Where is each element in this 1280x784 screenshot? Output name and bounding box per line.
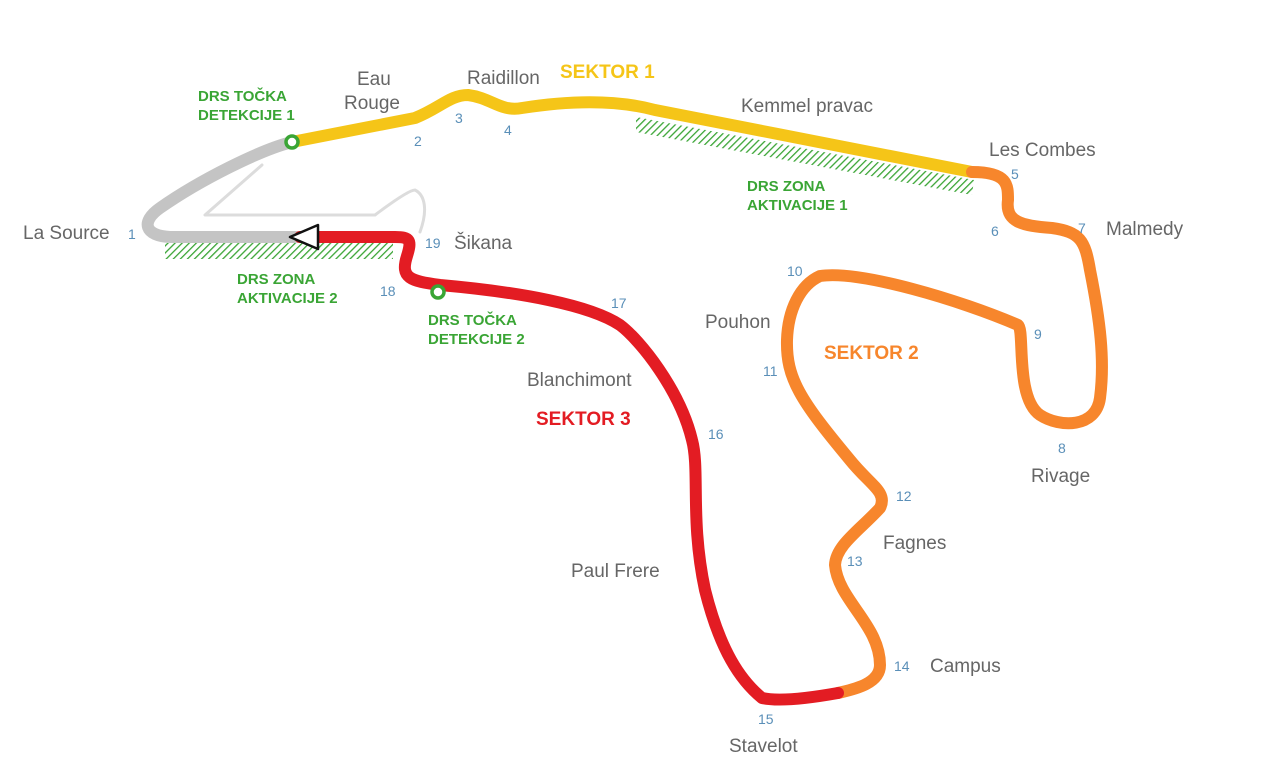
turn-number: 18 bbox=[380, 283, 396, 299]
corner-les-combes: Les Combes bbox=[989, 140, 1096, 161]
corner-raidillon: Raidillon bbox=[467, 68, 540, 89]
corner-kemmel: Kemmel pravac bbox=[741, 96, 873, 117]
corner-campus: Campus bbox=[930, 656, 1001, 677]
drs-detection-2-line2: DETEKCIJE 2 bbox=[428, 331, 525, 348]
track-sector-1 bbox=[286, 89, 978, 178]
turn-number: 3 bbox=[455, 110, 463, 126]
turn-number: 5 bbox=[1011, 166, 1019, 182]
corner-sikana: Šikana bbox=[454, 232, 513, 254]
track-start-finish bbox=[141, 136, 306, 243]
turn-number: 16 bbox=[708, 426, 724, 442]
pit-lane bbox=[203, 163, 427, 234]
turn-number: 1 bbox=[128, 226, 136, 242]
start-finish-arrow bbox=[288, 223, 320, 251]
drs-zone-2-line1: DRS ZONA bbox=[237, 271, 316, 288]
sector-3-label: SEKTOR 3 bbox=[536, 409, 631, 430]
turn-number: 7 bbox=[1078, 220, 1086, 236]
turn-number: 8 bbox=[1058, 440, 1066, 456]
corner-eau: Eau bbox=[357, 69, 391, 90]
drs-detection-1-line1: DRS TOČKA bbox=[198, 87, 287, 105]
corner-blanchimont: Blanchimont bbox=[527, 370, 632, 391]
turn-number: 12 bbox=[896, 488, 912, 504]
drs-zone-1-line1: DRS ZONA bbox=[747, 178, 826, 195]
sector-2-label: SEKTOR 2 bbox=[824, 343, 919, 364]
turn-number: 11 bbox=[763, 363, 778, 379]
drs-zone-2 bbox=[165, 243, 393, 259]
sector-1-label: SEKTOR 1 bbox=[560, 62, 655, 83]
drs-zone-2-line2: AKTIVACIJE 2 bbox=[237, 290, 338, 307]
turn-number: 17 bbox=[611, 295, 627, 311]
drs-zone-1 bbox=[636, 117, 974, 195]
corner-rivage: Rivage bbox=[1031, 466, 1090, 487]
turn-number: 15 bbox=[758, 711, 774, 727]
drs-detection-1-line2: DETEKCIJE 1 bbox=[198, 107, 295, 124]
corner-malmedy: Malmedy bbox=[1106, 219, 1184, 240]
corner-la-source: La Source bbox=[23, 223, 110, 244]
turn-number: 6 bbox=[991, 223, 999, 239]
corner-fagnes: Fagnes bbox=[883, 533, 946, 554]
turn-number: 4 bbox=[504, 122, 512, 138]
turn-number: 10 bbox=[787, 263, 803, 279]
corner-rouge: Rouge bbox=[344, 93, 400, 114]
drs-detection-point-2 bbox=[430, 284, 446, 300]
corner-pouhon: Pouhon bbox=[705, 312, 771, 333]
drs-zone-1-line2: AKTIVACIJE 1 bbox=[747, 197, 848, 214]
turn-number: 13 bbox=[847, 553, 863, 569]
turn-number: 9 bbox=[1034, 326, 1042, 342]
corner-stavelot: Stavelot bbox=[729, 736, 798, 757]
track-sector-2 bbox=[780, 166, 1108, 699]
turn-number: 19 bbox=[425, 235, 441, 251]
track-sector-3 bbox=[294, 231, 844, 706]
corner-paul-frere: Paul Frere bbox=[571, 561, 660, 582]
drs-detection-2-line1: DRS TOČKA bbox=[428, 311, 517, 329]
turn-number: 14 bbox=[894, 658, 910, 674]
turn-number: 2 bbox=[414, 133, 422, 149]
drs-detection-point-1 bbox=[284, 134, 300, 150]
